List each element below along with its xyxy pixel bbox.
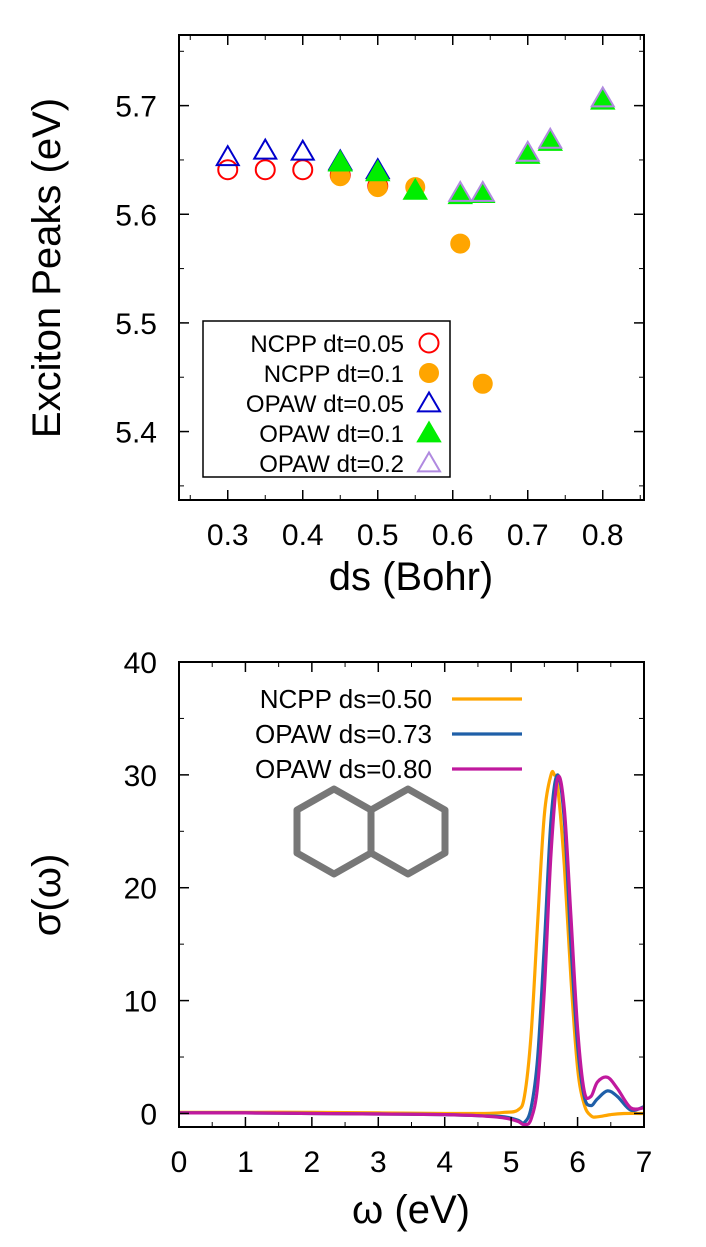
data-point [515,139,541,162]
series-line [178,769,645,1119]
x-tick-label: 4 [436,1146,453,1179]
data-point [327,149,353,172]
y-axis-label: σ(ω) [25,854,69,937]
data-point [537,126,563,149]
data-point [447,182,473,205]
x-tick-label: 2 [304,1146,321,1179]
x-tick-label: 0.3 [207,519,249,552]
y-tick-label: 5.4 [115,417,157,450]
x-tick-label: 0 [171,1146,188,1179]
x-tick-label: 0.4 [282,519,324,552]
legend-marker [416,390,442,413]
y-tick-label: 20 [124,873,157,906]
ticks: 0.3 0.4 0.5 0.6 0.7 0.8 5.4 5.5 5.6 5.7 [115,35,644,552]
x-tick-label: 0.8 [582,519,624,552]
x-axis-label: ω (eV) [352,1188,470,1232]
y-tick-label: 30 [124,760,157,793]
data-point [447,180,473,202]
y-tick-label: 40 [124,647,157,680]
legend-label: OPAW dt=0.05 [246,391,404,418]
data-point [217,159,239,181]
data-point [450,233,471,254]
legend-marker [416,450,442,473]
data-point [254,159,276,181]
data-point [215,144,241,167]
data-point [515,142,541,164]
legend-label: NCPP dt=0.05 [250,331,404,358]
legend-marker [419,363,439,383]
legend-marker [416,420,442,443]
data-point [590,87,616,110]
data-points [215,85,616,394]
plot-frame [178,34,645,501]
legend-label: OPAW ds=0.73 [255,719,432,749]
data-point [365,159,391,182]
y-tick-label: 0 [140,1098,157,1131]
x-axis-label: ds (Bohr) [329,555,494,599]
x-tick-label: 5 [503,1146,520,1179]
y-tick-label: 10 [124,986,157,1019]
ticks: 0 1 2 3 4 5 6 7 0 10 20 30 40 [124,647,653,1179]
x-tick-label: 3 [370,1146,387,1179]
data-point [252,137,278,160]
x-tick-label: 6 [569,1146,586,1179]
legend-label: NCPP dt=0.1 [264,361,404,388]
data-point [470,180,496,202]
legend-marker [418,332,440,354]
data-point [590,85,616,108]
legend-label: OPAW ds=0.80 [255,754,432,784]
y-tick-label: 5.7 [115,91,157,124]
data-point [472,373,493,394]
data-point [470,181,496,204]
data-point [292,159,314,181]
exciton-peaks-panel: 0.3 0.4 0.5 0.6 0.7 0.8 5.4 5.5 5.6 5.7 NCPP dt=0… [25,34,645,599]
data-point [537,128,563,151]
legend-label: OPAW dt=0.1 [259,421,404,448]
legend-box [202,320,451,478]
y-tick-label: 5.6 [115,199,157,232]
data-point [290,138,316,161]
x-tick-label: 0.5 [357,519,399,552]
legend-label: OPAW dt=0.2 [259,451,404,478]
y-tick-label: 5.5 [115,308,157,341]
y-axis-label: Exciton Peaks (eV) [25,98,69,438]
series-line [178,774,645,1127]
legend-label: NCPP ds=0.50 [260,684,432,714]
curves [178,769,645,1127]
x-tick-label: 0.7 [507,519,549,552]
naphthalene-molecule-icon [293,785,449,878]
x-tick-label: 0.6 [432,519,474,552]
x-tick-label: 7 [636,1146,653,1179]
x-tick-label: 1 [237,1146,254,1179]
data-point [402,177,428,200]
